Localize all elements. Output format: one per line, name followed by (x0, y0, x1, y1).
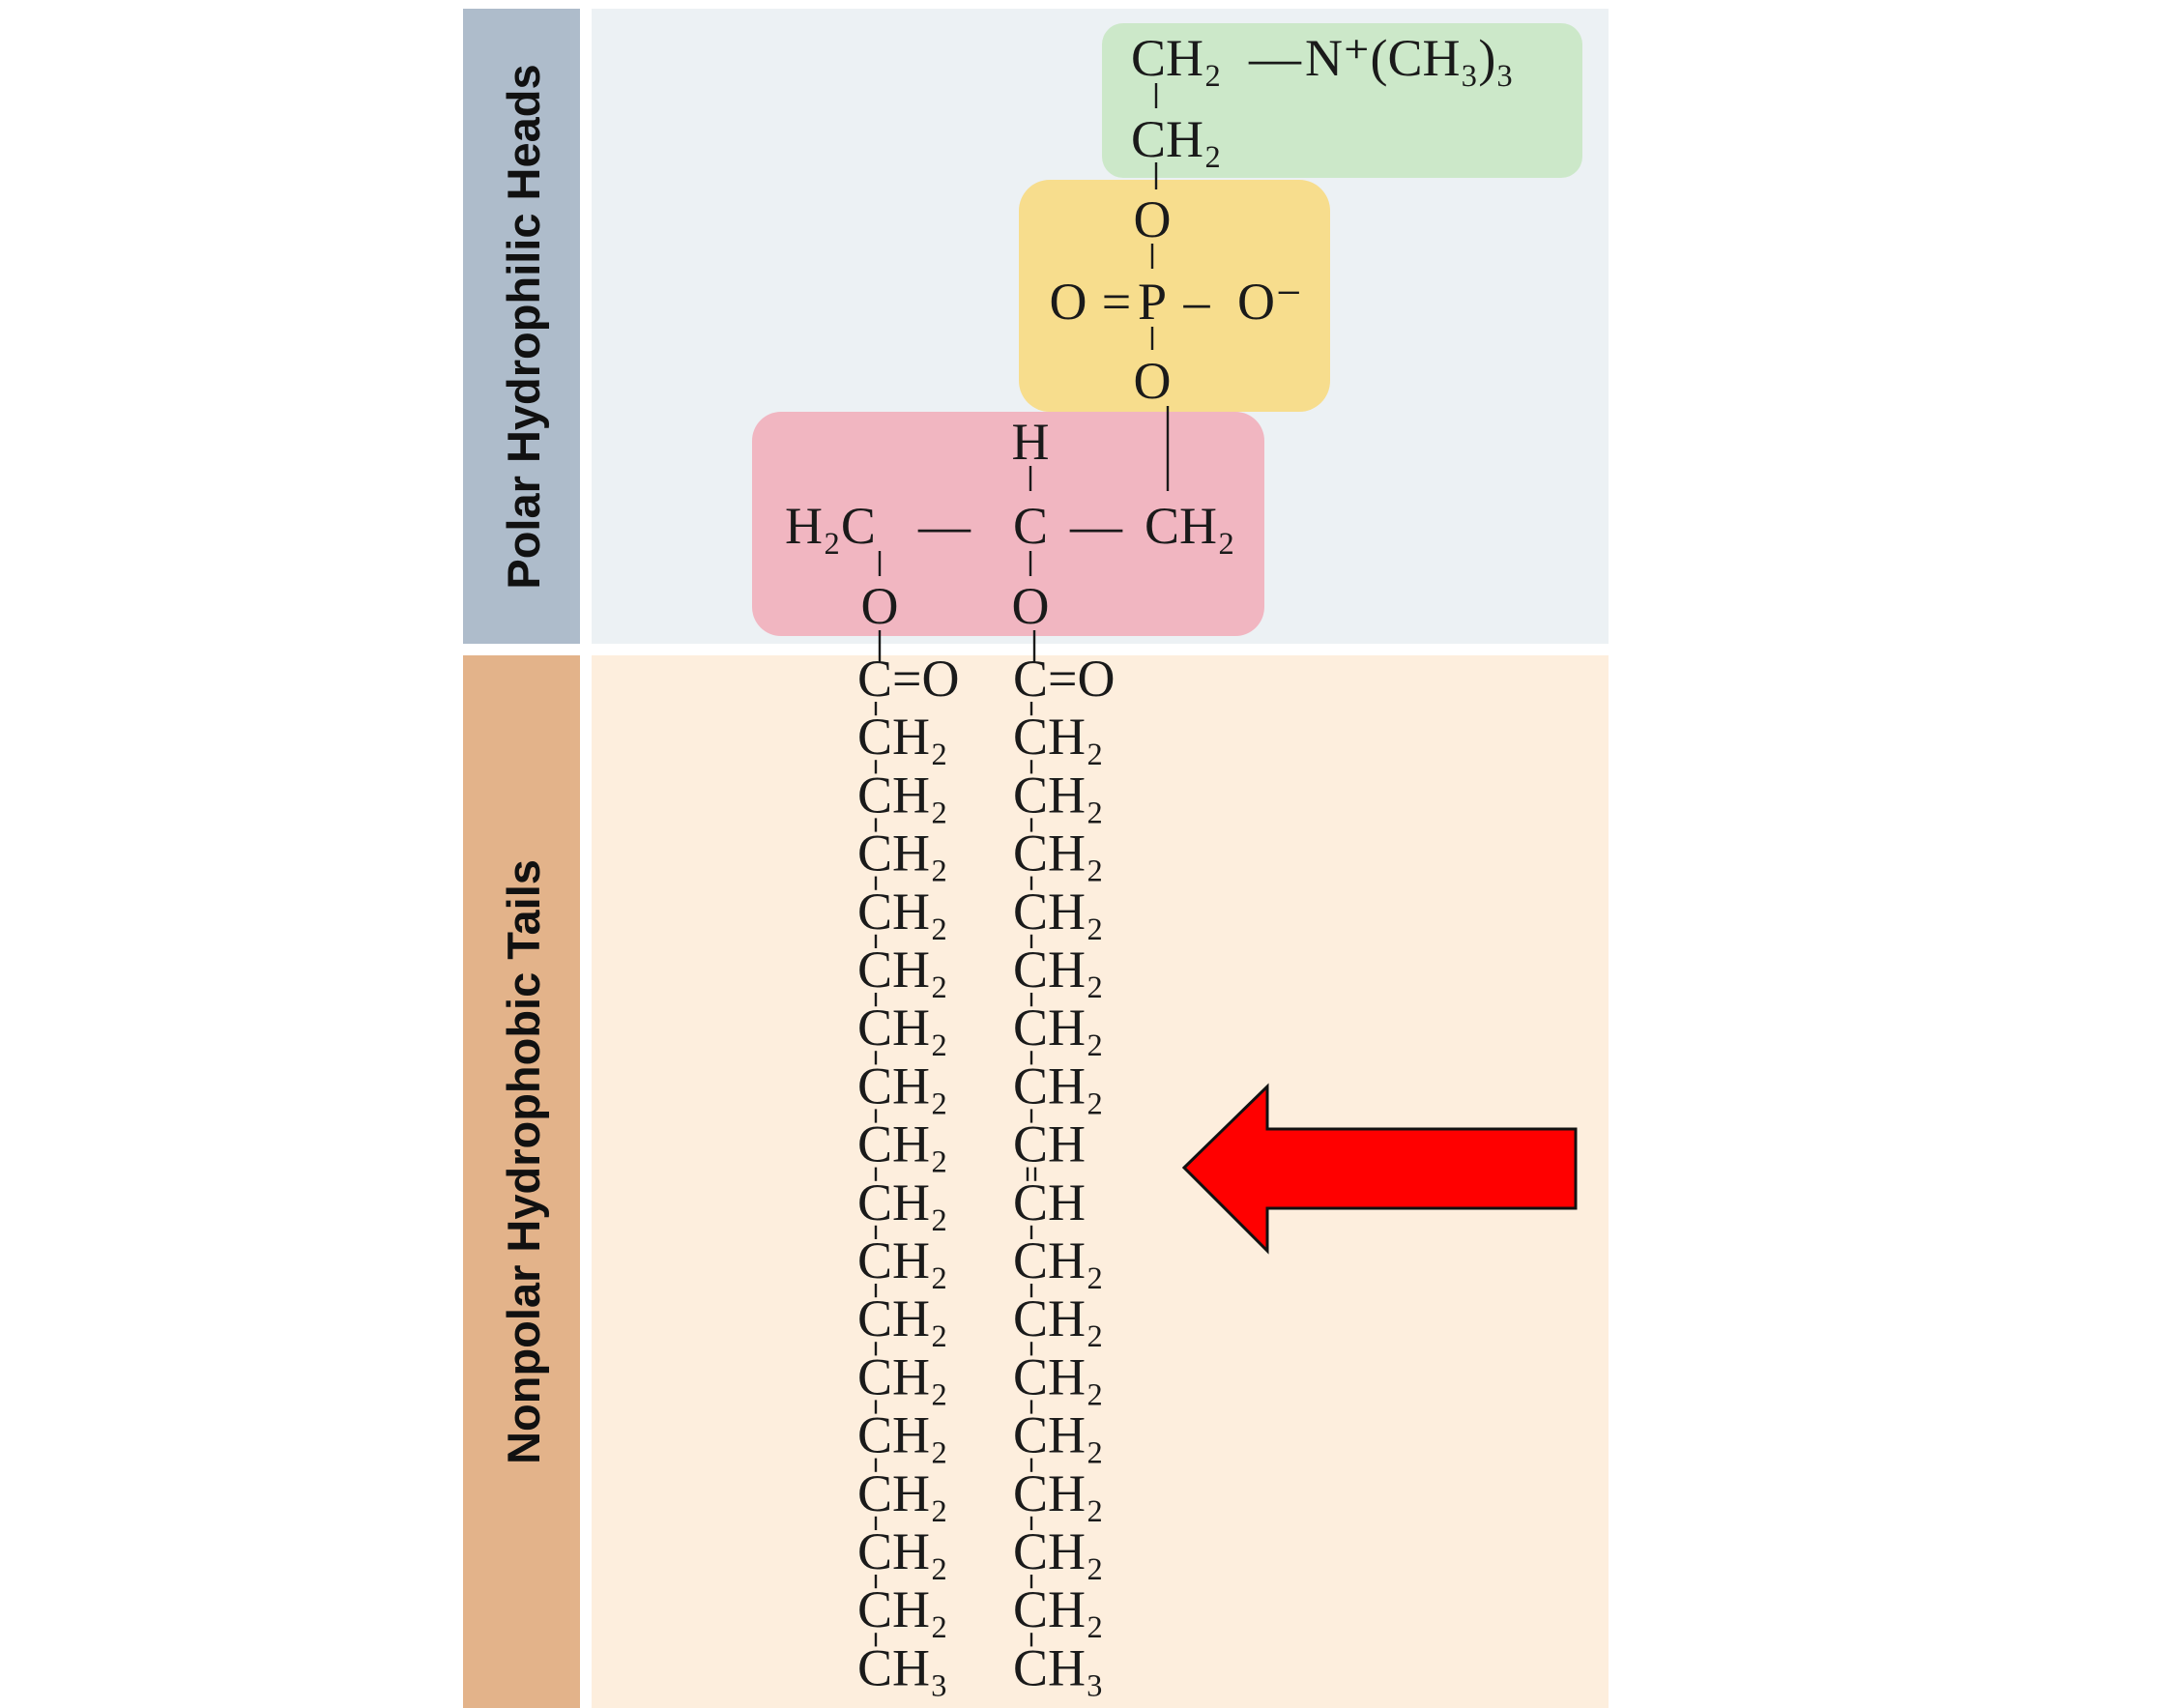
glycerol-right-carbon: CH₂ (1145, 497, 1235, 555)
tail-unit: CH₂ (857, 1289, 948, 1347)
glycerol-o-left: O (861, 577, 899, 635)
tail-unit: CH₂ (857, 708, 948, 766)
tail-unit: CH₂ (1013, 883, 1104, 941)
choline-ammonium: N⁺(CH₃)₃ (1305, 29, 1514, 87)
phosphate-o-bottom: O (1134, 352, 1172, 410)
glycerol-center-carbon: C (1013, 497, 1048, 555)
phosphate-group: O O = P – O⁻ O (1050, 162, 1303, 491)
tail-unit: CH₂ (857, 1580, 948, 1638)
tail-unit: CH (1013, 1173, 1086, 1231)
heads-label: Polar Hydrophilic Heads (498, 64, 549, 589)
glycerol-h: H (1012, 413, 1050, 471)
tail-unit: CH₂ (1013, 766, 1104, 824)
tail-unit: CH₂ (857, 825, 948, 883)
tail-unit: CH₂ (857, 1406, 948, 1464)
tail-unit: CH₂ (857, 766, 948, 824)
phosphate-o-minus: O⁻ (1237, 273, 1303, 331)
tail-unit: CH₂ (857, 1347, 948, 1405)
tail-unit: CH₂ (1013, 941, 1104, 999)
tail-unit: CH (1013, 1115, 1086, 1173)
tails-label-bar (463, 655, 580, 1708)
phosphate-group-box (1019, 180, 1330, 412)
glycerol-bond-left: — (917, 497, 971, 555)
tail-unit: C=O (1013, 650, 1115, 708)
tail-unit: CH₂ (1013, 708, 1104, 766)
tail-unit: C=O (857, 650, 959, 708)
tail-unit: CH₃ (857, 1638, 948, 1696)
phosphate-phosphorus: P (1138, 273, 1167, 331)
tail-unit: CH₂ (857, 941, 948, 999)
glycerol-bond-right: — (1069, 497, 1123, 555)
tail-unit: CH₂ (1013, 1580, 1104, 1638)
phosphate-single-bond: – (1183, 273, 1211, 331)
heads-label-bar (463, 9, 580, 644)
tails-label: Nonpolar Hydrophobic Tails (498, 859, 549, 1464)
tail-unit: CH₂ (1013, 1057, 1104, 1115)
choline-ch2-top: CH₂ (1131, 29, 1222, 87)
tail-unit: CH₂ (857, 999, 948, 1057)
glycerol-left-carbon: H₂C (785, 497, 876, 555)
saturated-tail: C=OCH₂CH₂CH₂CH₂CH₂CH₂CH₂CH₂CH₂CH₂CH₂CH₂C… (857, 650, 959, 1696)
tail-unit: CH₂ (857, 1115, 948, 1173)
tail-unit: CH₂ (1013, 1522, 1104, 1580)
choline-ch2-bottom: CH₂ (1131, 110, 1222, 168)
tail-unit: CH₂ (1013, 1406, 1104, 1464)
tail-unit: CH₂ (857, 1522, 948, 1580)
choline-group-box (1102, 23, 1582, 178)
tail-unit: CH₂ (1013, 825, 1104, 883)
glycerol-group-box (752, 412, 1264, 636)
phosphate-o-double: O (1050, 273, 1087, 331)
tail-unit: CH₃ (1013, 1638, 1104, 1696)
tail-unit: CH₂ (857, 1173, 948, 1231)
glycerol-o-right: O (1012, 577, 1050, 635)
phosphate-double-bond: = (1102, 273, 1131, 331)
tail-unit: CH₂ (1013, 1347, 1104, 1405)
tail-unit: CH₂ (1013, 999, 1104, 1057)
tail-unit: CH₂ (1013, 1289, 1104, 1347)
choline-group: CH₂ — N⁺(CH₃)₃ CH₂ (1131, 29, 1514, 168)
glycerol-group: H H₂C — C — CH₂ O O (785, 413, 1235, 663)
left-arrow-icon (1181, 1083, 1578, 1255)
tail-unit: CH₂ (857, 1231, 948, 1289)
tail-unit: CH₂ (857, 1464, 948, 1522)
tail-unit: CH₂ (1013, 1231, 1104, 1289)
phosphate-o-top: O (1134, 190, 1172, 248)
choline-bond-to-n: — (1248, 29, 1302, 87)
unsaturated-tail: C=OCH₂CH₂CH₂CH₂CH₂CH₂CH₂CHCHCH₂CH₂CH₂CH₂… (1013, 650, 1115, 1696)
tail-unit: CH₂ (857, 1057, 948, 1115)
tail-unit: CH₂ (857, 883, 948, 941)
tail-unit: CH₂ (1013, 1464, 1104, 1522)
